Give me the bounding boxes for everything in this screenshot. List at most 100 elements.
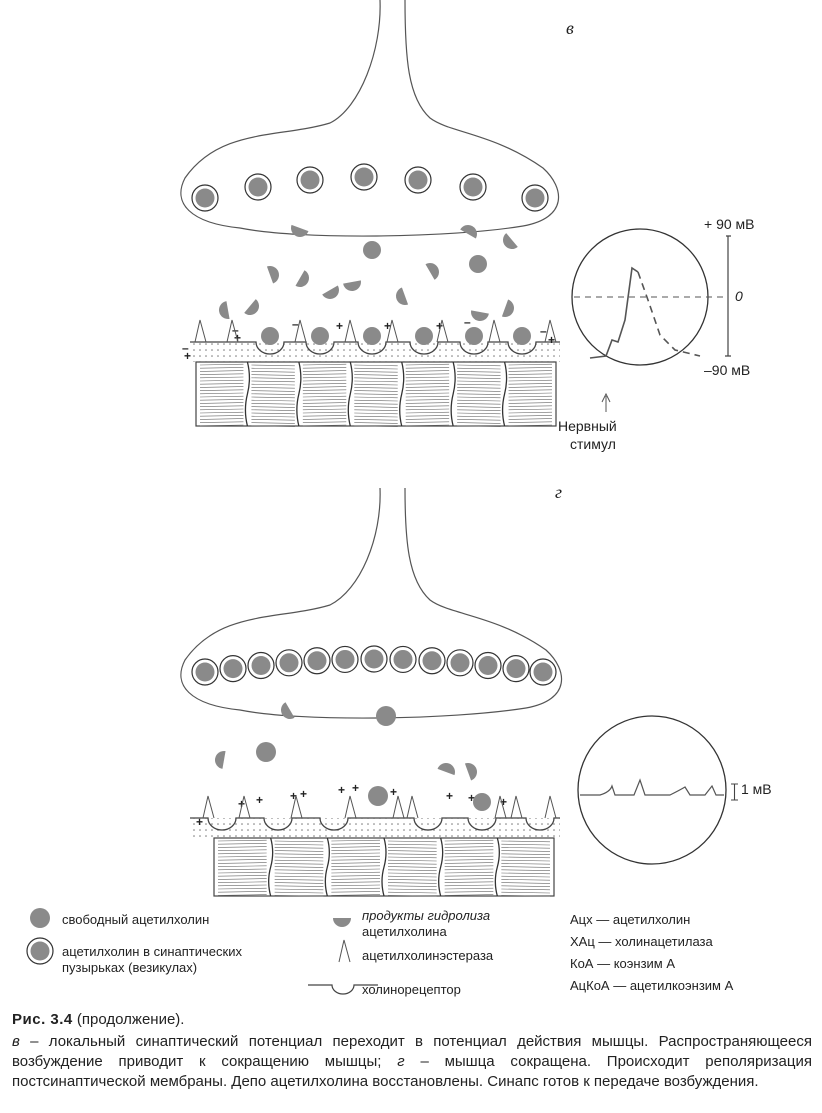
hydrolysis-fragment xyxy=(464,763,477,781)
nerve-terminal xyxy=(180,0,560,237)
myofibril-line xyxy=(274,856,324,859)
myofibril-line xyxy=(302,379,347,382)
myofibril-line xyxy=(302,367,347,369)
myofibril-line xyxy=(331,868,381,871)
baseline-trace xyxy=(580,778,724,796)
charge-sign: + xyxy=(446,789,453,803)
charge-sign: + xyxy=(384,319,391,333)
myofibril-line xyxy=(251,390,295,392)
scale-bottom-label: –90 мВ xyxy=(704,362,751,378)
hydrolysis-fragment xyxy=(281,702,295,719)
z-line xyxy=(501,361,508,427)
myofibril-line xyxy=(457,393,501,395)
myofibril-line xyxy=(274,885,324,887)
myofibril-line xyxy=(331,859,381,861)
myofibril-line xyxy=(457,377,501,379)
myofibril-line xyxy=(354,367,398,370)
esterase-spike xyxy=(392,795,405,819)
myofibril-line xyxy=(501,872,551,875)
vesicle-ach xyxy=(506,659,526,679)
myofibril-line xyxy=(274,875,324,878)
myofibril-line xyxy=(501,853,551,855)
vesicle-ach xyxy=(393,649,413,669)
myofibril-line xyxy=(331,839,381,842)
myofibril-line xyxy=(302,383,347,385)
myofibril-line xyxy=(251,393,295,395)
myofibril-line xyxy=(354,387,398,389)
vesicle-ach xyxy=(30,941,50,961)
myofibril-line xyxy=(501,882,551,884)
myofibril-line xyxy=(387,847,437,849)
myofibril-line xyxy=(501,875,551,878)
legend-hydrolysis-2: ацетилхолина xyxy=(362,924,447,939)
legend-free-ach: свободный ацетилхолин xyxy=(62,912,210,927)
esterase-spike xyxy=(338,939,351,963)
myofibril-line xyxy=(217,865,267,867)
z-line xyxy=(438,837,444,897)
myofibril-line xyxy=(457,406,501,408)
myofibril-line xyxy=(302,408,347,411)
esterase-spike xyxy=(294,319,307,343)
panel-g-letter: г xyxy=(555,482,563,502)
myofibril-line xyxy=(199,399,244,401)
myofibril-line xyxy=(405,408,450,411)
legend-esterase: ацетилхолинэстераза xyxy=(362,948,494,963)
myofibril-line xyxy=(251,419,295,421)
charge-sign: + xyxy=(352,781,359,795)
myofibril-line xyxy=(508,395,553,398)
myofibril-line xyxy=(354,412,398,415)
myofibril-line xyxy=(217,884,267,887)
charge-sign: + xyxy=(234,331,241,345)
vesicle-ach xyxy=(422,651,442,671)
legend-hydrolysis-1: продукты гидролиза xyxy=(362,908,491,923)
myofibril-line xyxy=(217,859,267,861)
myofibril-line xyxy=(457,380,501,383)
myofibril-line xyxy=(251,399,295,402)
myofibril-line xyxy=(274,850,324,852)
myofibril-line xyxy=(274,847,324,849)
myofibril-line xyxy=(217,852,267,855)
myofibril-line xyxy=(508,363,553,366)
myofibril-line xyxy=(274,869,324,871)
myofibril-line xyxy=(354,403,398,405)
hydrolysis-fragment xyxy=(460,225,477,239)
vesicle-ach xyxy=(408,170,428,190)
myofibril-line xyxy=(457,409,501,411)
panel-g-drawing: +++++++++++ xyxy=(180,487,738,897)
hydrolysis-fragment xyxy=(437,763,455,776)
myofibril-line xyxy=(354,415,398,418)
myofibril-line xyxy=(501,866,551,868)
hydrolysis-fragment xyxy=(343,280,361,291)
myofibril-line xyxy=(508,399,553,401)
myofibril-line xyxy=(331,875,381,877)
legend-vesicle-ach-2: пузырьках (везикулах) xyxy=(62,960,198,975)
panel-v-drawing: –+–+–+++––+ xyxy=(180,0,731,427)
myofibril-line xyxy=(508,373,553,375)
myofibril-line xyxy=(457,383,501,386)
free-ach xyxy=(376,706,396,726)
hydrolysis-fragment xyxy=(215,751,226,769)
myofibril-line xyxy=(508,411,553,414)
esterase-spike xyxy=(386,319,399,343)
vesicle-ach xyxy=(533,662,553,682)
z-line xyxy=(324,837,330,897)
myofibril-line xyxy=(217,878,267,880)
myofibril-line xyxy=(405,405,450,407)
myofibril-line xyxy=(501,888,551,891)
myofibril-line xyxy=(387,850,437,852)
myofibril-line xyxy=(405,379,450,382)
scale-1mv-label: 1 мВ xyxy=(741,781,772,797)
esterase-spike xyxy=(344,795,357,819)
caption-g-text: – мышца сокращена. Происходит реполяриза… xyxy=(12,1053,812,1090)
hydrolysis-fragment xyxy=(291,224,309,237)
vesicle-ach xyxy=(335,649,355,669)
myofibril-line xyxy=(508,424,553,427)
esterase-spike xyxy=(202,795,215,819)
myofibril-line xyxy=(501,843,551,846)
myofibril-line xyxy=(444,878,494,880)
esterase-spike xyxy=(194,319,207,343)
myofibril-line xyxy=(274,853,324,855)
vesicle-ach xyxy=(478,656,498,675)
myofibril-line xyxy=(405,421,450,423)
myofibril-line xyxy=(251,415,295,418)
